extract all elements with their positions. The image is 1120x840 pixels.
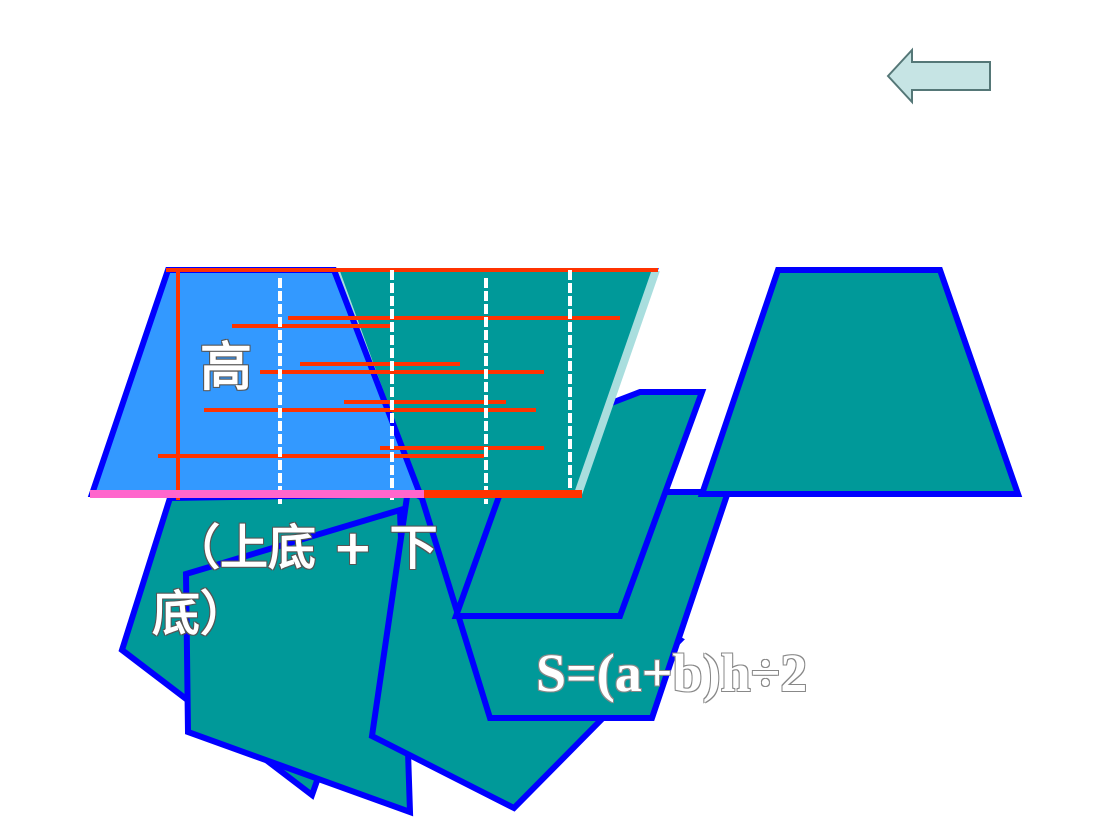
guide-lines — [158, 268, 658, 500]
rotated-trapezoid-2 — [182, 506, 414, 817]
left-arrow-icon[interactable] — [886, 47, 991, 105]
sum-of-bases-label-line1: （上底 + 下 — [172, 520, 438, 576]
sum-of-bases-label-line2: 底） — [152, 586, 249, 642]
reference-trapezoid — [697, 267, 1023, 497]
area-formula: S=(a+b)h÷2 — [536, 643, 808, 703]
flipped-trapezoid-edge-highlight — [574, 268, 660, 496]
dashed-verticals — [278, 270, 572, 504]
height-label: 高 — [200, 338, 253, 398]
